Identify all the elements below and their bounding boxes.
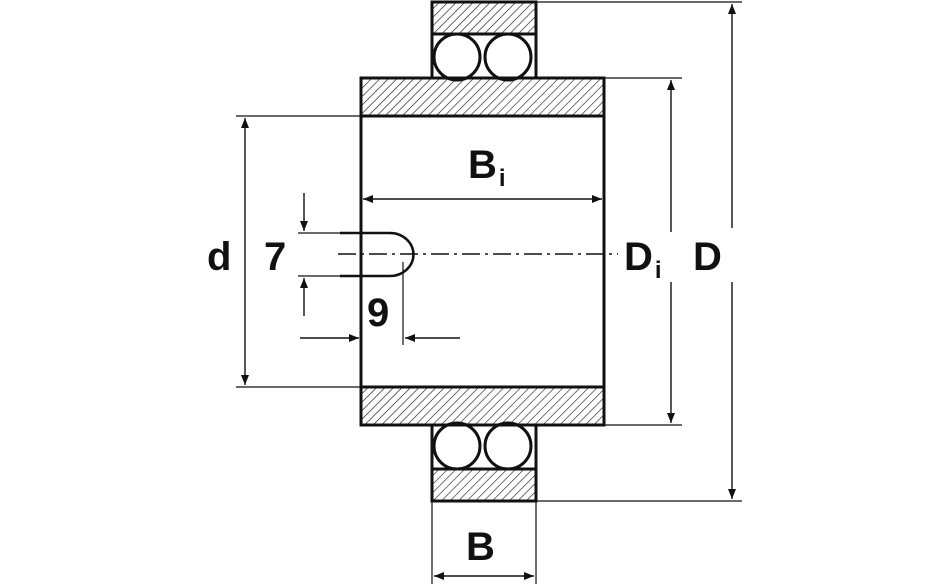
label-outer-d: D: [693, 235, 722, 279]
label-bi-main: B: [468, 143, 497, 187]
ball-top-left: [432, 32, 482, 82]
label-nine: 9: [367, 291, 389, 335]
label-b: B: [466, 525, 495, 569]
label-seven: 7: [264, 235, 286, 279]
ball-bottom-right: [483, 421, 533, 471]
label-bi: Bi: [468, 143, 506, 192]
inner-ring-bottom-section: [359, 385, 606, 427]
label-di-main: D: [624, 235, 653, 279]
ball-bottom-left: [432, 421, 482, 471]
label-di-sub: i: [655, 257, 662, 284]
outer-ring-bottom: [430, 467, 538, 503]
label-bi-sub: i: [499, 165, 506, 192]
inner-ring-top-section: [359, 76, 606, 118]
label-di: Di: [624, 235, 662, 284]
outer-ring-top: [430, 0, 538, 36]
ball-top-right: [483, 32, 533, 82]
label-d: d: [207, 235, 231, 279]
